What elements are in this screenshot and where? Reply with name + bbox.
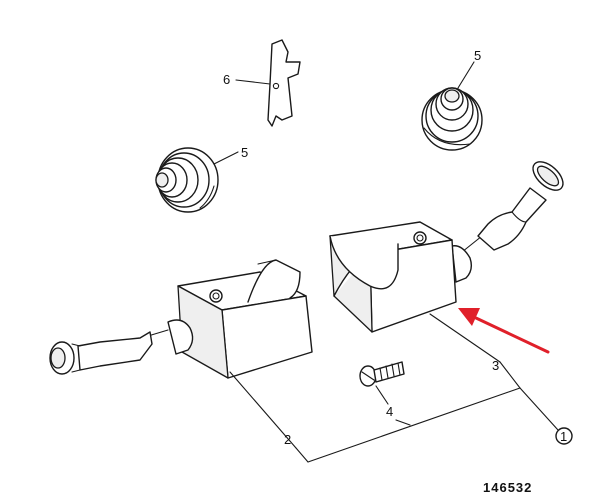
label-part-3: 3 <box>492 358 499 373</box>
label-part-6: 6 <box>223 72 230 87</box>
lever-knob-right-icon <box>451 161 564 283</box>
pointer-arrow-icon <box>458 308 550 354</box>
clamp-half-left-icon <box>177 259 313 379</box>
leader-6 <box>235 79 271 85</box>
lever-knob-left-icon <box>49 319 194 375</box>
gaiter-top-icon <box>421 87 483 151</box>
label-part-2: 2 <box>284 432 291 447</box>
label-part-5-top: 5 <box>474 48 481 63</box>
leader-5-mid <box>213 151 239 165</box>
clamp-half-right-icon <box>329 221 457 333</box>
lock-plate-icon <box>267 39 301 127</box>
callout-1: 1 <box>555 427 573 445</box>
label-part-5-mid: 5 <box>241 145 248 160</box>
leader-5-top <box>457 61 475 89</box>
label-part-4: 4 <box>386 404 393 419</box>
screw-icon <box>359 361 405 387</box>
gaiter-mid-icon <box>155 147 219 213</box>
leader-4 <box>375 385 389 405</box>
reference-number: 146532 <box>483 480 532 495</box>
assembly-bracket <box>229 313 559 463</box>
label-callout-1: 1 <box>560 429 567 444</box>
